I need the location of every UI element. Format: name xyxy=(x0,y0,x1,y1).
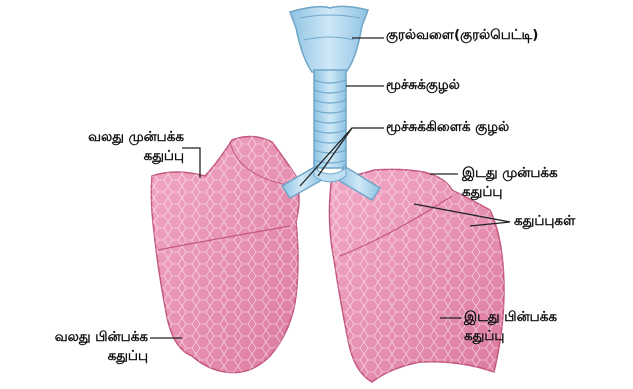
label-right-lower-lobe-line2: கதுப்பு xyxy=(10,347,148,366)
label-bronchi: மூச்சுக்கிளைக் குழல் xyxy=(386,118,509,137)
label-left-upper-lobe-line1: இடது முன்பக்க xyxy=(462,164,558,183)
label-right-upper-lobe-line1: வலது முன்பக்க xyxy=(28,128,184,147)
label-left-lower-lobe-line2: கதுப்பு xyxy=(464,327,557,346)
label-left-lower-lobe-line1: இடது பின்பக்க xyxy=(464,308,557,327)
label-right-lower-lobe-line1: வலது பின்பக்க xyxy=(10,328,148,347)
larynx-shape xyxy=(290,6,368,72)
label-trachea: மூச்சுக்குழல் xyxy=(386,76,460,95)
label-right-upper-lobe: வலது முன்பக்க கதுப்பு xyxy=(28,128,184,166)
label-larynx: குரல்வளை(குரல்பெட்டி) xyxy=(386,26,538,45)
label-left-upper-lobe-line2: கதுப்பு xyxy=(462,183,558,202)
label-lobes: கதுப்புகள் xyxy=(514,212,575,231)
label-left-lower-lobe: இடது பின்பக்க கதுப்பு xyxy=(464,308,557,346)
label-left-upper-lobe: இடது முன்பக்க கதுப்பு xyxy=(462,164,558,202)
label-right-upper-lobe-line2: கதுப்பு xyxy=(28,147,184,166)
label-right-lower-lobe: வலது பின்பக்க கதுப்பு xyxy=(10,328,148,366)
right-lung-shape xyxy=(151,136,299,372)
